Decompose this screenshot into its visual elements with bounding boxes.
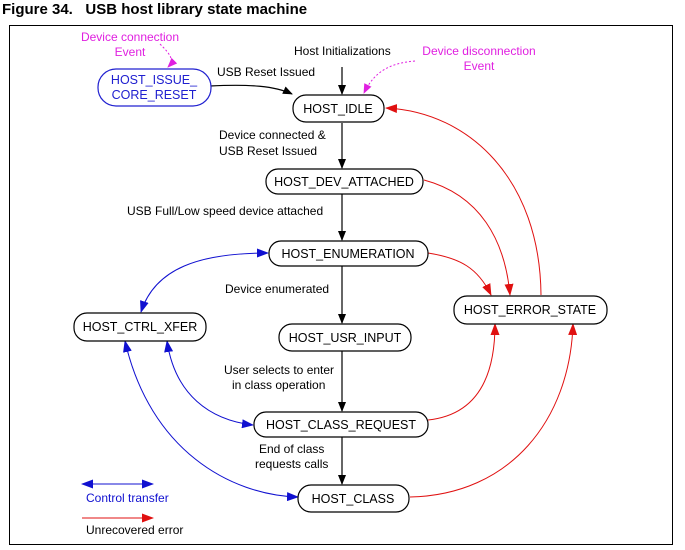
transition-enumerated: Device enumerated: [225, 282, 329, 296]
state-host-idle: HOST_IDLE: [292, 94, 385, 123]
state-host-error-state: HOST_ERROR_STATE: [453, 295, 608, 325]
diagram-frame: [9, 25, 673, 545]
figure-title: Figure 34. USB host library state machin…: [2, 1, 307, 18]
class-ctrl-arrow: [123, 340, 299, 502]
state-label: CORE_RESET: [112, 88, 197, 102]
event-disconnection-2: Event: [464, 59, 495, 73]
state-label: HOST_IDLE: [303, 102, 372, 116]
transition-end-of-class-2: requests calls: [255, 457, 328, 471]
request-error-arrow: [427, 323, 500, 421]
attached-error-arrow: [423, 179, 514, 296]
state-label: HOST_CTRL_XFER: [83, 320, 198, 334]
transition-device-connected-2: USB Reset Issued: [219, 144, 317, 158]
disconnection-event-arrow: [363, 60, 416, 94]
legend: Control transfer Unrecovered error: [81, 479, 183, 537]
event-connection-2: Event: [115, 45, 146, 59]
state-host-issue-core-reset: HOST_ISSUE_ CORE_RESET: [97, 68, 212, 107]
state-label: HOST_ERROR_STATE: [464, 303, 596, 317]
event-arrows: [159, 43, 416, 94]
enum-ctrl-arrow: [140, 248, 269, 313]
event-connection-1: Device connection: [81, 30, 179, 44]
figure-caption: USB host library state machine: [85, 1, 308, 18]
state-label: HOST_CLASS_REQUEST: [266, 418, 416, 432]
transition-device-connected-1: Device connected &: [219, 128, 326, 142]
state-label: HOST_USR_INPUT: [289, 331, 402, 345]
figure-number: Figure 34.: [2, 1, 73, 18]
transition-usb-reset: USB Reset Issued: [217, 65, 315, 79]
error-arrows: [385, 104, 578, 498]
state-host-enumeration: HOST_ENUMERATION: [268, 240, 429, 267]
transition-full-low-speed: USB Full/Low speed device attached: [127, 204, 323, 218]
control-arrows: [123, 248, 299, 502]
reset-to-idle-arrow: [209, 84, 293, 95]
transition-user-selects-1: User selects to enter: [224, 363, 334, 377]
state-host-class: HOST_CLASS: [297, 484, 410, 513]
state-label: HOST_CLASS: [312, 492, 395, 506]
event-disconnection-1: Device disconnection: [422, 44, 535, 58]
class-error-arrow: [409, 323, 578, 498]
state-host-usr-input: HOST_USR_INPUT: [278, 323, 412, 352]
state-host-class-request: HOST_CLASS_REQUEST: [253, 411, 429, 438]
connection-event-arrow: [159, 43, 178, 68]
legend-control-label: Control transfer: [86, 491, 169, 505]
state-host-ctrl-xfer: HOST_CTRL_XFER: [73, 312, 207, 342]
flow-arrows: [209, 67, 346, 485]
state-host-dev-attached: HOST_DEV_ATTACHED: [265, 168, 424, 195]
transition-host-init: Host Initializations: [294, 44, 391, 58]
legend-error-label: Unrecovered error: [86, 523, 183, 537]
error-to-idle-arrow: [385, 104, 542, 296]
transition-user-selects-2: in class operation: [232, 378, 325, 392]
state-label: HOST_ENUMERATION: [281, 247, 414, 261]
state-label: HOST_ISSUE_: [111, 73, 198, 87]
transition-end-of-class-1: End of class: [259, 442, 324, 456]
enum-error-arrow: [427, 252, 492, 296]
state-label: HOST_DEV_ATTACHED: [274, 175, 414, 189]
